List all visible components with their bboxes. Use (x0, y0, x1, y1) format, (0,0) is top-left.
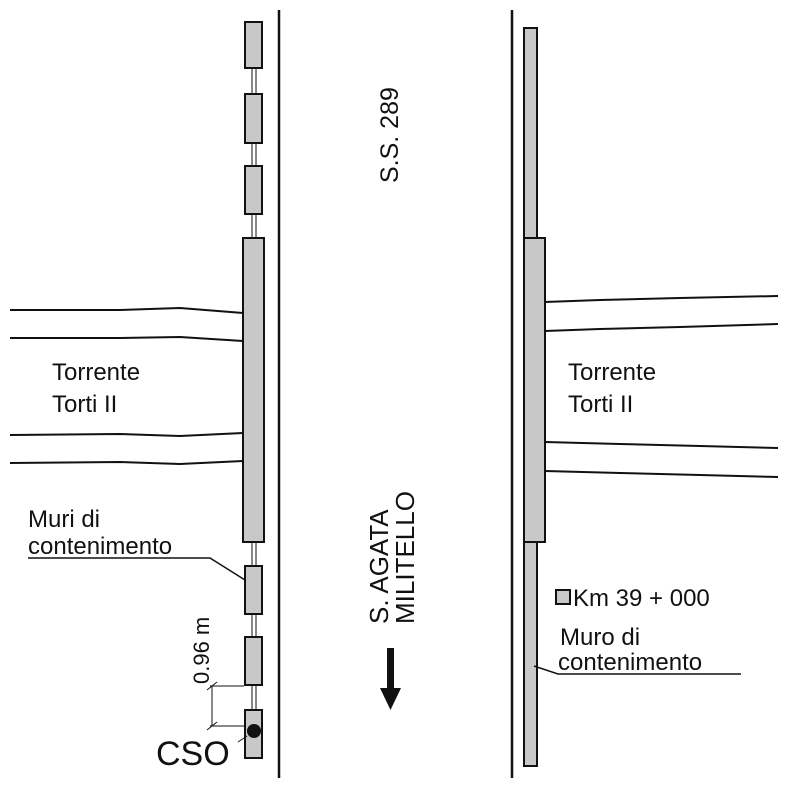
left-stream-bank-1 (10, 306, 244, 314)
bridge-segment (242, 237, 265, 543)
km-marker-symbol (555, 589, 571, 605)
direction-label-2: MILITELLO (390, 491, 420, 624)
left-stream-bank-3 (9, 432, 244, 438)
right-wall-label-1: Muro di (560, 624, 640, 651)
walls-label-1: Muri di (28, 506, 100, 533)
left-stream-label-1: Torrente (52, 359, 140, 386)
right-stream-bank-2 (544, 323, 779, 332)
left-stream-label-2: Torti II (52, 391, 117, 418)
segment-connectors (251, 68, 257, 710)
right-bridge-segment (523, 237, 546, 543)
wall-segment-2 (244, 93, 263, 144)
spacing-dimension (206, 681, 244, 731)
wall-segment-3 (244, 165, 263, 215)
right-wall-leader (533, 665, 741, 675)
wall-segment-4 (244, 565, 263, 615)
spacing-label: 0.96 m (189, 617, 214, 684)
left-stream-bank-2 (10, 335, 244, 342)
cso-point (247, 724, 261, 738)
walls-leader (28, 557, 246, 581)
right-wall-upper (523, 27, 538, 241)
right-stream-label-1: Torrente (568, 359, 656, 386)
wall-segment-5 (244, 636, 263, 686)
right-stream-bank-4 (544, 470, 779, 478)
direction-arrow (380, 648, 401, 710)
right-wall-lower (523, 539, 538, 767)
cso-leader (237, 735, 248, 743)
wall-segment-1 (244, 21, 263, 69)
km-label: Km 39 + 000 (573, 585, 710, 612)
road-name-label: S.S. 289 (376, 87, 404, 183)
direction-label-1: S. AGATA (364, 509, 394, 624)
right-stream-bank-1 (544, 295, 779, 303)
right-stream-label-2: Torti II (568, 391, 633, 418)
left-stream-bank-4 (9, 460, 244, 466)
cso-label: CSO (156, 735, 230, 773)
walls-label-2: contenimento (28, 533, 172, 560)
right-stream-bank-3 (544, 441, 779, 449)
right-wall-label-2: contenimento (558, 649, 702, 676)
